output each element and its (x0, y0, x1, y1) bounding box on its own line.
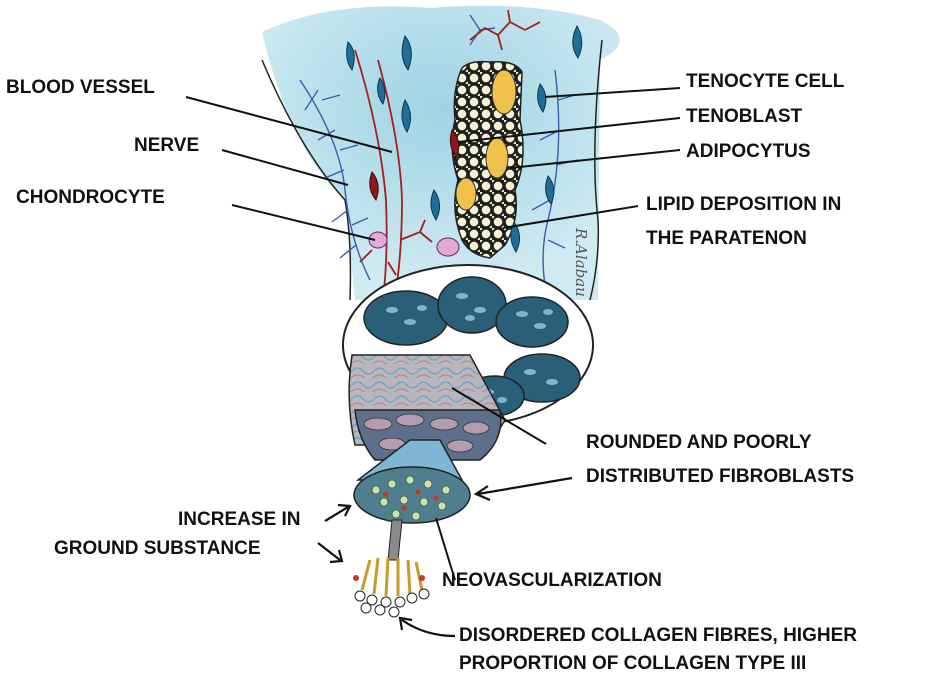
label-adipocytus: ADIPOCYTUS (686, 140, 811, 163)
artist-signature: R.Alabau (572, 228, 590, 297)
label-chondrocyte: CHONDROCYTE (16, 186, 165, 209)
label-tenocyte-cell: TENOCYTE CELL (686, 70, 844, 93)
label-blood-vessel: BLOOD VESSEL (6, 76, 155, 99)
paratenon-tissue (262, 6, 620, 300)
label-fibroblasts-line2: DISTRIBUTED FIBROBLASTS (586, 465, 854, 488)
collagen-fibril-bundle (353, 520, 429, 617)
label-tenoblast: TENOBLAST (686, 105, 802, 128)
label-collagen-line2: PROPORTION OF COLLAGEN TYPE III (459, 652, 806, 675)
label-lipid-deposition-line1: LIPID DEPOSITION IN (646, 193, 841, 216)
label-ground-substance-line1: INCREASE IN (178, 508, 300, 531)
label-neovascularization: NEOVASCULARIZATION (442, 569, 662, 592)
label-nerve: NERVE (134, 134, 199, 157)
label-fibroblasts-line1: ROUNDED AND POORLY (586, 431, 812, 454)
label-lipid-deposition-line2: THE PARATENON (646, 227, 807, 250)
label-ground-substance-line2: GROUND SUBSTANCE (54, 537, 261, 560)
label-collagen-line1: DISORDERED COLLAGEN FIBRES, HIGHER (459, 624, 857, 647)
